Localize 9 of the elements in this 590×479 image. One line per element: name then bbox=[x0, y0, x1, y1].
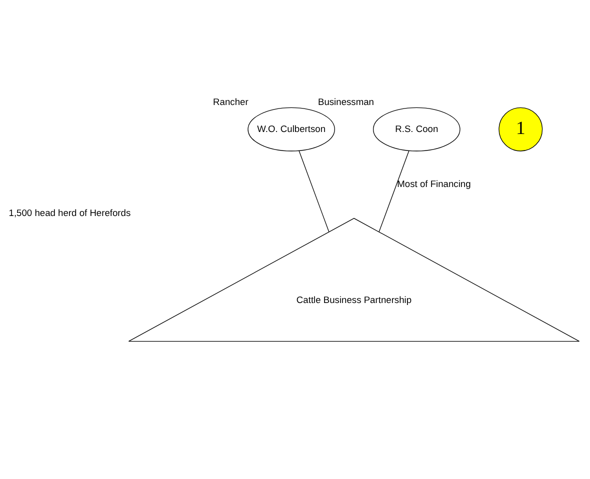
node-label: 1,500 head herd of Herefords bbox=[8, 207, 131, 218]
node-circle: 1 bbox=[498, 106, 543, 151]
node-ellipse: W.O. Culbertson bbox=[248, 106, 335, 151]
connector bbox=[298, 150, 330, 232]
node-ellipse: R.S. Coon bbox=[373, 106, 460, 151]
node-label: Rancher bbox=[213, 96, 248, 107]
edge-label: Most of Financing bbox=[397, 178, 471, 189]
connector bbox=[378, 150, 410, 232]
node-label: Businessman bbox=[318, 96, 374, 107]
